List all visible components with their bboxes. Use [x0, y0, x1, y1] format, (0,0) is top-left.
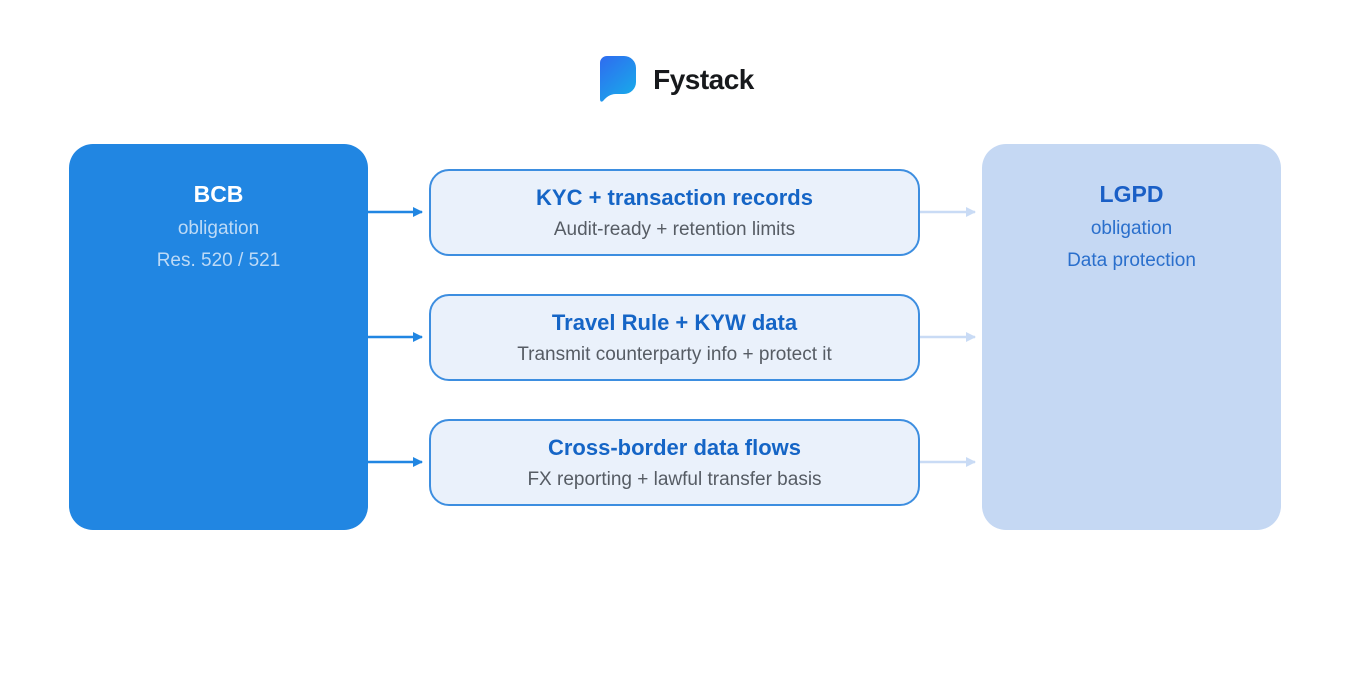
brand-logo: Fystack	[0, 56, 1350, 103]
node-bcb-subtitle: obligation	[177, 218, 260, 239]
node-bcb: BCB obligation Res. 520 / 521	[69, 144, 368, 530]
node-lgpd-title: LGPD	[1099, 181, 1164, 207]
node-travel-rule: Travel Rule + KYW data Transmit counterp…	[429, 294, 920, 381]
fystack-logo-icon	[600, 56, 637, 102]
node-bcb-title: BCB	[193, 181, 244, 207]
node-travel-rule-title: Travel Rule + KYW data	[551, 310, 798, 335]
node-kyc-records-subtitle: Audit-ready + retention limits	[553, 219, 796, 240]
node-lgpd: LGPD obligation Data protection	[982, 144, 1281, 530]
node-travel-rule-subtitle: Transmit counterparty info + protect it	[517, 344, 832, 365]
node-lgpd-detail: Data protection	[1067, 250, 1196, 271]
brand-name: Fystack	[653, 63, 754, 95]
node-cross-border: Cross-border data flows FX reporting + l…	[429, 419, 920, 506]
node-cross-border-title: Cross-border data flows	[547, 435, 802, 460]
node-kyc-records-title: KYC + transaction records	[536, 185, 813, 210]
node-lgpd-subtitle: obligation	[1090, 218, 1173, 239]
node-bcb-detail: Res. 520 / 521	[156, 250, 281, 271]
node-kyc-records: KYC + transaction records Audit-ready + …	[429, 169, 920, 256]
node-cross-border-subtitle: FX reporting + lawful transfer basis	[527, 469, 822, 490]
